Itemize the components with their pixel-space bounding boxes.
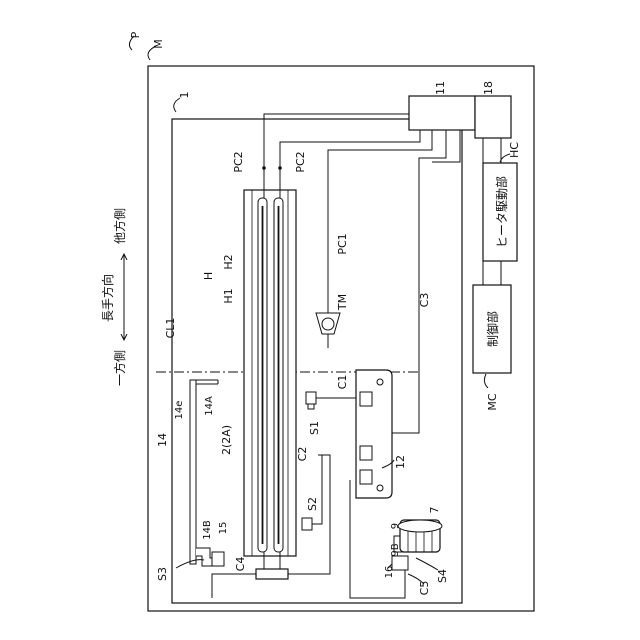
terminal-top-2	[278, 166, 282, 170]
label-H2: H2	[222, 254, 235, 269]
label-14e: 14e	[174, 401, 185, 420]
label-C1: C1	[336, 375, 349, 390]
label-2A: 2(2A)	[220, 425, 233, 455]
controller-label: 制御部	[485, 311, 500, 347]
leader-1	[174, 98, 180, 112]
label-S2: S2	[306, 497, 319, 511]
sensor-S2	[302, 518, 312, 530]
wire-c3	[388, 130, 446, 433]
label-14: 14	[156, 433, 169, 447]
label-C5: C5	[418, 581, 431, 596]
label-S3: S3	[156, 567, 169, 581]
wire-c4	[212, 574, 256, 598]
unit-12-port-3	[360, 470, 372, 484]
label-14B: 14B	[202, 520, 213, 540]
label-S1: S1	[308, 421, 321, 435]
label-12: 12	[394, 455, 407, 469]
unit-12-port-2	[360, 446, 372, 460]
label-other-side: 他方側	[112, 208, 127, 244]
label-C4: C4	[234, 557, 247, 572]
label-longitudinal: 長手方向	[100, 274, 115, 322]
label-S4: S4	[436, 569, 449, 583]
wire-s2	[312, 455, 322, 524]
terminal-top-1	[262, 166, 266, 170]
box-11	[409, 96, 475, 130]
label-C2: C2	[296, 447, 309, 462]
lid-14	[190, 380, 196, 564]
sensor-S1	[306, 392, 316, 404]
label-M: M	[152, 39, 165, 49]
wire-pc2	[264, 114, 409, 190]
label-TM: TM	[336, 294, 349, 311]
label-PC2-left: PC2	[232, 151, 245, 172]
wire-pc1	[328, 130, 432, 303]
box-18	[475, 96, 511, 138]
label-14A: 14A	[204, 396, 215, 416]
label-P: P	[129, 31, 142, 38]
label-MC: MC	[486, 393, 499, 410]
leader-MC	[484, 374, 488, 388]
label-CL1: CL1	[164, 318, 177, 339]
connector-C4	[256, 569, 288, 579]
label-11: 11	[434, 81, 447, 95]
sensor-S1-head	[308, 404, 314, 409]
unit-12-hole-2	[377, 485, 383, 491]
unit-12-port-1	[360, 392, 372, 406]
label-H1: H1	[222, 288, 235, 303]
label-one-side: 一方側	[112, 350, 127, 386]
label-PC2-right: PC2	[294, 151, 307, 172]
unit-12-hole-1	[377, 379, 383, 385]
label-C3: C3	[418, 293, 431, 308]
leader-S4	[416, 558, 438, 570]
label-9B: 9B	[390, 543, 401, 556]
label-16: 16	[384, 566, 395, 579]
label-H: H	[202, 272, 215, 280]
tm-bulb	[322, 318, 334, 330]
label-18: 18	[482, 81, 495, 95]
label-9: 9	[390, 523, 401, 529]
label-15: 15	[218, 522, 229, 535]
heater-drive-label: ヒータ駆動部	[494, 176, 509, 248]
label-7: 7	[428, 507, 441, 514]
label-HC: HC	[508, 142, 521, 158]
label-1: 1	[178, 92, 191, 99]
label-PC1: PC1	[336, 233, 349, 254]
receiver-15	[212, 552, 224, 566]
gear-7	[398, 520, 442, 532]
